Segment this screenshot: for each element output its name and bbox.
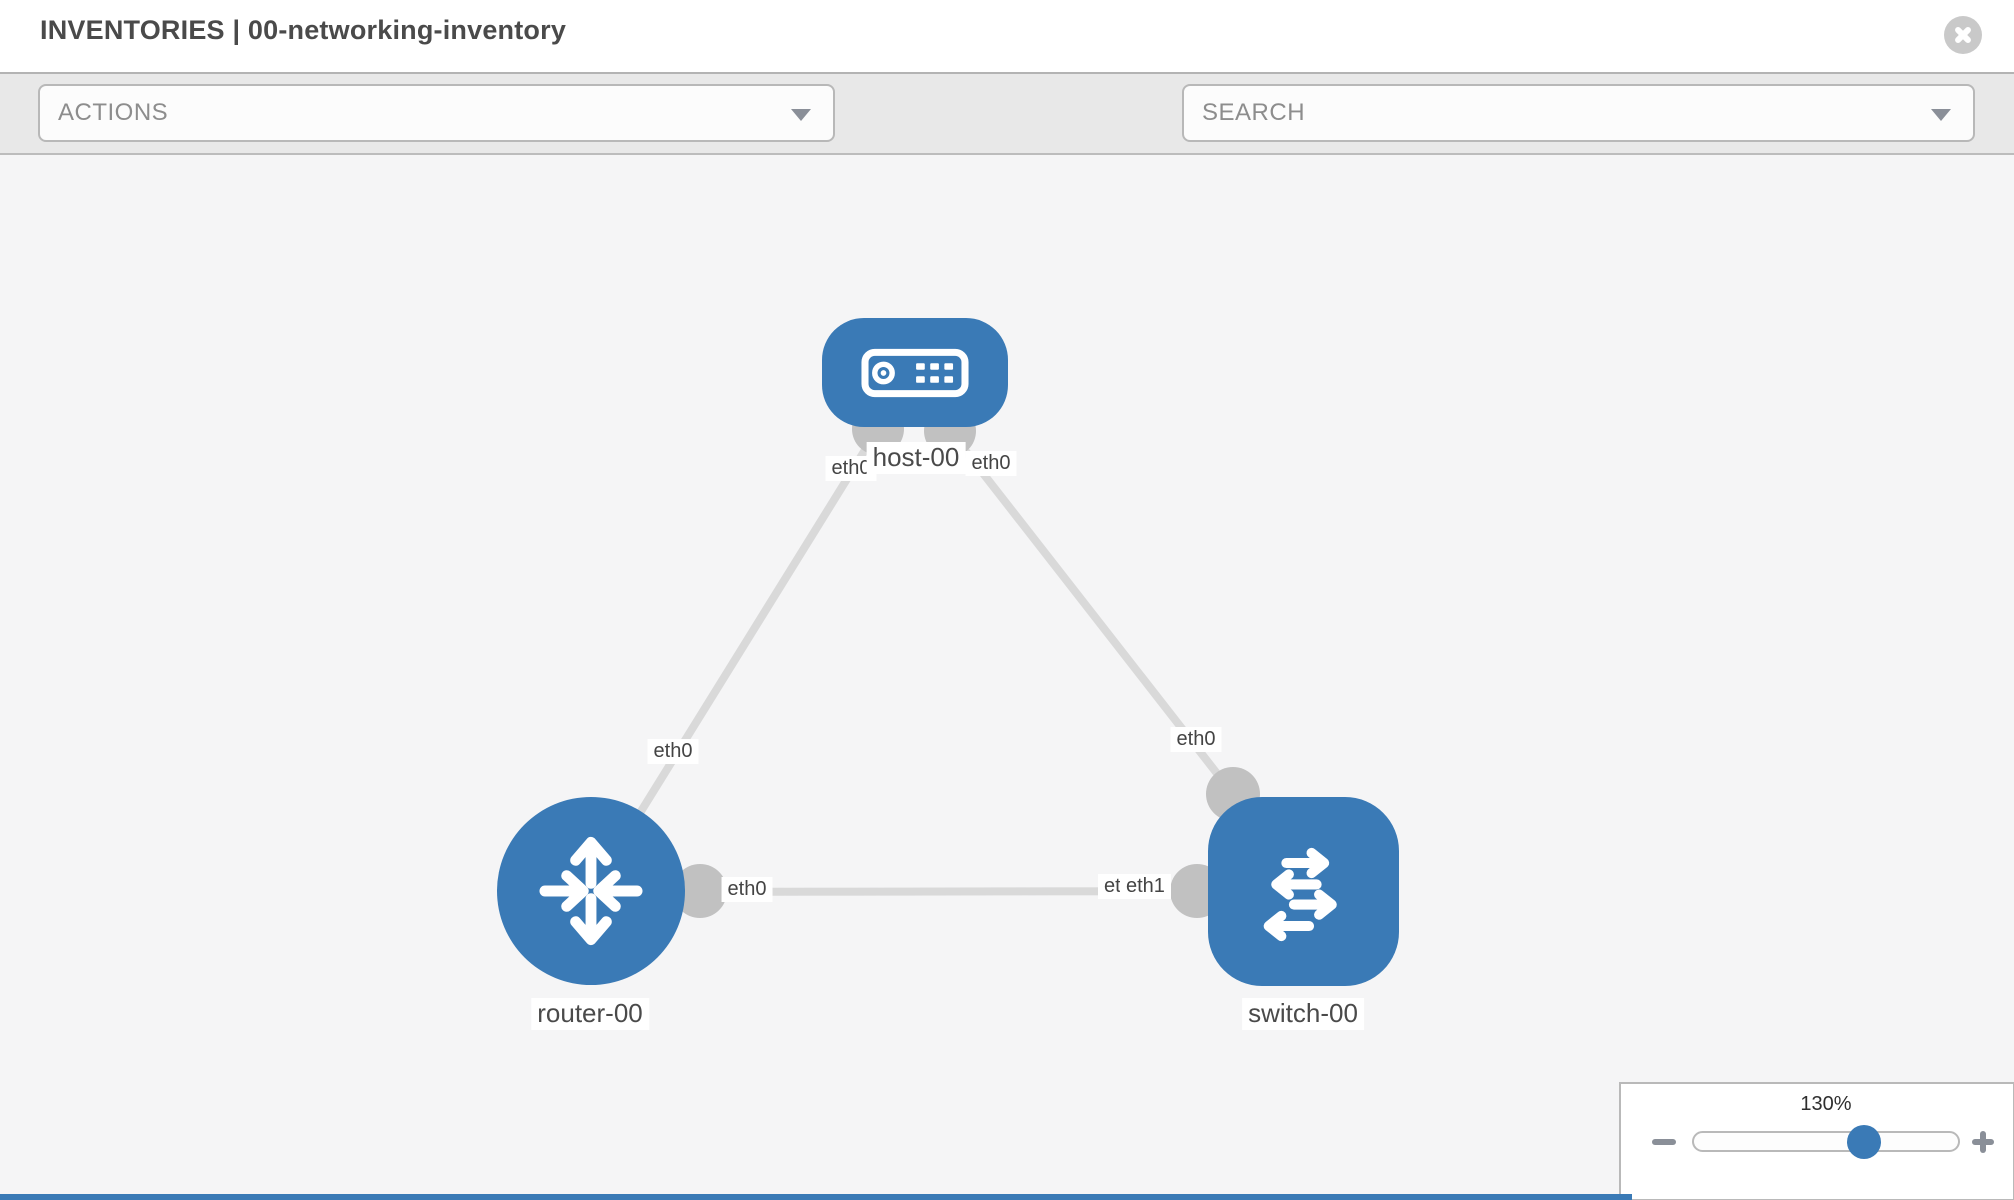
node-router-00[interactable]	[497, 797, 685, 985]
interface-label-switch-top: eth0	[1170, 727, 1222, 752]
header: INVENTORIES | 00-networking-inventory	[0, 0, 2014, 72]
topology-canvas[interactable]: host-00 router-00 switch-00 eth0 eth0 et…	[0, 155, 2014, 1200]
page-title: INVENTORIES | 00-networking-inventory	[40, 15, 567, 45]
node-host-00[interactable]	[822, 318, 1008, 427]
host-icon	[861, 348, 969, 397]
actions-dropdown-label: ACTIONS	[58, 99, 169, 126]
bottom-accent-strip	[0, 1194, 1632, 1200]
interface-dot-router-right	[673, 864, 727, 918]
router-icon	[539, 836, 643, 946]
caret-down-icon	[791, 109, 811, 121]
actions-dropdown[interactable]: ACTIONS	[38, 84, 835, 142]
links-layer	[587, 403, 1304, 918]
node-label-router: router-00	[531, 998, 649, 1030]
zoom-slider-track[interactable]	[1692, 1131, 1960, 1152]
close-button[interactable]	[1944, 16, 1982, 54]
toolbar: ACTIONS SEARCH	[0, 72, 2014, 206]
zoom-in-button[interactable]	[1972, 1131, 1994, 1153]
zoom-panel: 130%	[1619, 1082, 2014, 1200]
interface-label-host-right: eth0	[965, 451, 1017, 476]
search-dropdown[interactable]: SEARCH	[1182, 84, 1975, 142]
zoom-out-button[interactable]	[1652, 1139, 1676, 1145]
node-label-switch: switch-00	[1242, 998, 1364, 1030]
interface-label-router-right: eth0	[721, 877, 773, 902]
interface-label-switch-eth1: eth1	[1120, 874, 1171, 899]
switch-icon	[1263, 847, 1337, 941]
node-label-host: host-00	[866, 442, 966, 474]
zoom-level-label: 130%	[1800, 1093, 1852, 1115]
node-switch-00[interactable]	[1208, 797, 1399, 986]
search-label: SEARCH	[1202, 99, 1306, 126]
interface-label-router-top: eth0	[647, 739, 699, 764]
caret-down-icon	[1931, 109, 1951, 121]
zoom-slider-handle[interactable]	[1847, 1125, 1881, 1159]
